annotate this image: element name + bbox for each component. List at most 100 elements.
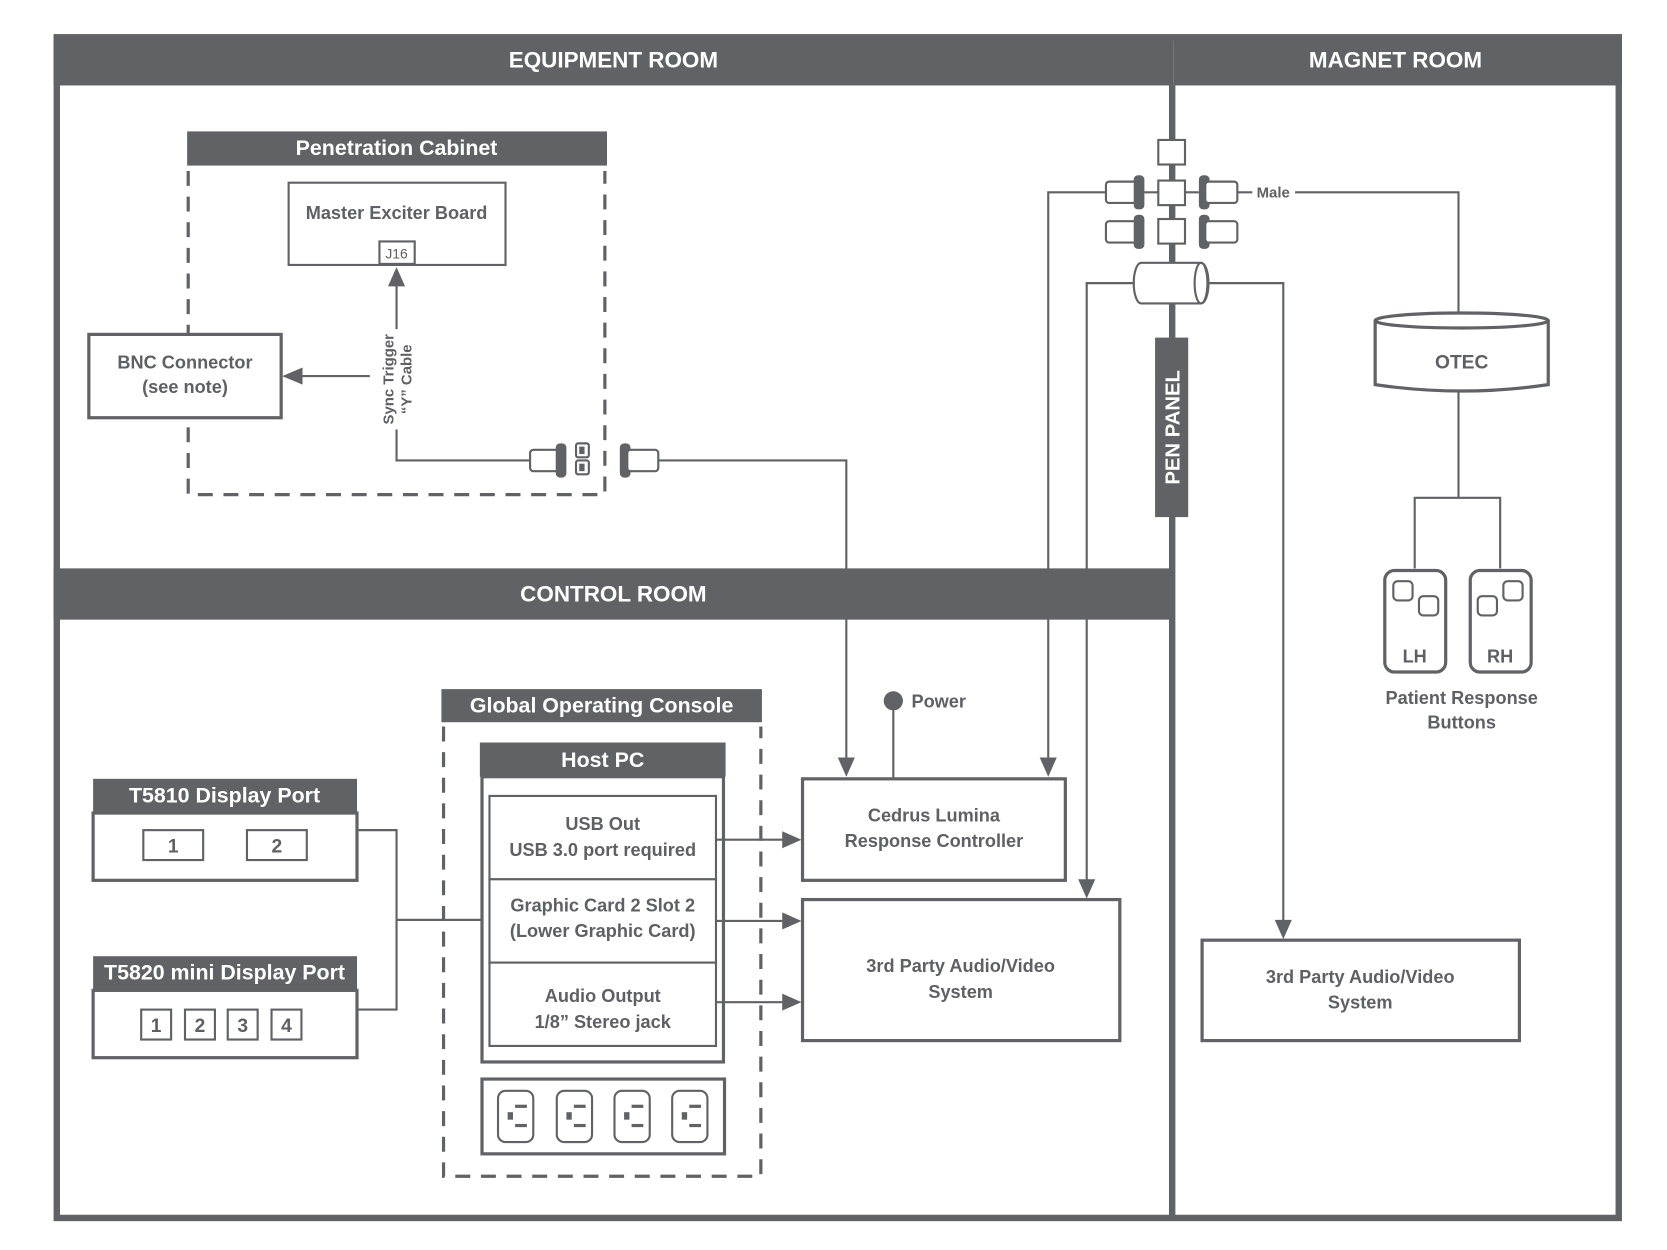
- cedrus-label-line1: Cedrus Lumina: [868, 806, 1001, 826]
- usb-out-note: USB 3.0 port required: [509, 840, 696, 860]
- lh-label: LH: [1403, 646, 1427, 666]
- audio-output-slot: [488, 961, 718, 1048]
- host-pc-header: [479, 742, 726, 777]
- cabinet-plug-female: [529, 443, 567, 478]
- power-dot-icon: [883, 691, 903, 711]
- outlet-icon: [613, 1089, 651, 1144]
- wire-otec-to-buttons: [1413, 391, 1502, 569]
- outlet-frame: [671, 1089, 709, 1144]
- t5820-port-4[interactable]: [270, 1008, 303, 1041]
- male-label: Male: [1257, 185, 1290, 202]
- wire-penpanel-to-cedrus: [1047, 191, 1106, 759]
- control-room-title: CONTROL ROOM: [520, 581, 706, 606]
- cabinet-jack-icon: [574, 442, 590, 476]
- arrow-graphic-to-av: [782, 912, 802, 930]
- penetration-cabinet: Penetration Cabinet Master Exciter Board…: [186, 131, 848, 759]
- rh-key-2[interactable]: [1476, 595, 1499, 617]
- t5810-title: T5810 Display Port: [129, 783, 320, 807]
- outlet-icon: [555, 1089, 594, 1144]
- outlet-pin-top: [689, 1104, 702, 1108]
- av-system-control-box: [800, 897, 1122, 1043]
- av-control-label-line1: 3rd Party Audio/Video: [866, 956, 1055, 976]
- arrow-to-j16: [387, 267, 406, 287]
- t5810-body: [91, 811, 359, 882]
- plug-body: [529, 448, 562, 473]
- outlet-frame: [613, 1089, 651, 1144]
- audio-output-label: Audio Output: [545, 986, 661, 1006]
- otec-label: OTEC: [1435, 353, 1489, 374]
- equipment-room-title: EQUIPMENT ROOM: [509, 47, 718, 72]
- rh-label: RH: [1487, 646, 1513, 666]
- outlet-frame: [496, 1089, 535, 1144]
- outlet-ground: [507, 1112, 513, 1120]
- audio-output-note: 1/8” Stereo jack: [535, 1012, 672, 1032]
- cedrus-lumina-controller: Cedrus Lumina Response Controller: [800, 777, 1067, 882]
- outlet-pin-bottom: [573, 1123, 586, 1128]
- arrow-to-bnc: [282, 367, 303, 385]
- host-pc-title: Host PC: [561, 748, 644, 772]
- lh-key-1[interactable]: [1392, 580, 1414, 602]
- pen-panel-port-3: [1157, 217, 1187, 245]
- outlet-ground: [624, 1112, 630, 1120]
- av-system-control-room: 3rd Party Audio/Video System: [800, 897, 1122, 1043]
- t5820-port-3-label: 3: [237, 1016, 248, 1037]
- right-plug-2-body: [1204, 220, 1239, 244]
- j16-connector: [378, 240, 416, 265]
- pen-panel-port-1: [1157, 138, 1187, 166]
- jack-bottom-pin: [579, 463, 585, 472]
- cedrus-label-line2: Response Controller: [845, 831, 1024, 851]
- outlet-pin-bottom: [515, 1123, 527, 1128]
- left-plug-2-collar: [1133, 214, 1145, 249]
- patient-response-caption-line2: Buttons: [1427, 713, 1496, 733]
- t5810-port-2[interactable]: [245, 829, 308, 862]
- wire-cabinet-to-cedrus: [658, 459, 848, 759]
- t5820-port-2[interactable]: [183, 1008, 216, 1041]
- patient-response-buttons: LH RH Patient Response Buttons: [1383, 568, 1538, 733]
- t5820-title: T5820 mini Display Port: [104, 961, 345, 985]
- magnet-room: MAGNET ROOM: [1173, 34, 1622, 86]
- magnet-room-title: MAGNET ROOM: [1309, 47, 1482, 72]
- lh-button[interactable]: LH: [1383, 568, 1448, 674]
- otec-body: [1373, 320, 1550, 393]
- plug-collar: [555, 443, 567, 478]
- outlet-ground: [681, 1112, 688, 1120]
- pen-panel-label: PEN PANEL: [1163, 370, 1185, 485]
- master-exciter-board-label: Master Exciter Board: [306, 203, 488, 223]
- arrow-to-av-magnet: [1274, 919, 1292, 940]
- wire-penpanel-to-av-magnet: [1207, 282, 1285, 921]
- t5810-port-1-label: 1: [168, 837, 179, 858]
- magnet-room-header: [1173, 34, 1622, 86]
- power-source: Power: [883, 691, 966, 779]
- arrow-to-cedrus-right: [1039, 757, 1057, 777]
- bnc-connector-box: [87, 332, 283, 420]
- waveguide-cylinder-end: [1193, 261, 1209, 305]
- power-label: Power: [911, 691, 966, 711]
- wire-display-ports-to-graphic-card: [357, 829, 490, 1011]
- arrow-to-av-control: [1078, 879, 1096, 899]
- bnc-connector: BNC Connector (see note): [87, 332, 283, 420]
- wire-male-to-otec: [1295, 191, 1460, 317]
- control-room: CONTROL ROOM: [53, 568, 1174, 620]
- t5820-port-1[interactable]: [140, 1008, 173, 1041]
- arrow-audio-to-av: [782, 993, 802, 1011]
- goc-header: [441, 689, 762, 723]
- rh-key-1[interactable]: [1502, 580, 1524, 602]
- sync-trigger-label-line1: Sync Trigger: [380, 334, 397, 425]
- t5820-mini-display-port: T5820 mini Display Port 1 2 3 4: [91, 956, 359, 1060]
- graphic-card-note: (Lower Graphic Card): [510, 921, 696, 941]
- t5820-port-3[interactable]: [226, 1008, 259, 1041]
- sync-trigger-wire-down: [395, 429, 531, 462]
- left-plug-2-body: [1104, 220, 1140, 244]
- outlet-icon: [671, 1089, 709, 1144]
- arrow-cabinet-to-cedrus: [837, 757, 855, 777]
- lh-key-2[interactable]: [1417, 595, 1440, 617]
- otec: OTEC: [1373, 311, 1550, 393]
- graphic-card-label: Graphic Card 2 Slot 2: [510, 895, 695, 915]
- t5820-port-4-label: 4: [281, 1016, 292, 1037]
- t5810-port-1[interactable]: [142, 829, 205, 862]
- outlet-pin-bottom: [631, 1123, 644, 1128]
- rh-button[interactable]: RH: [1468, 568, 1533, 674]
- outlet-pin-top: [515, 1104, 527, 1108]
- t5820-header: [93, 956, 358, 991]
